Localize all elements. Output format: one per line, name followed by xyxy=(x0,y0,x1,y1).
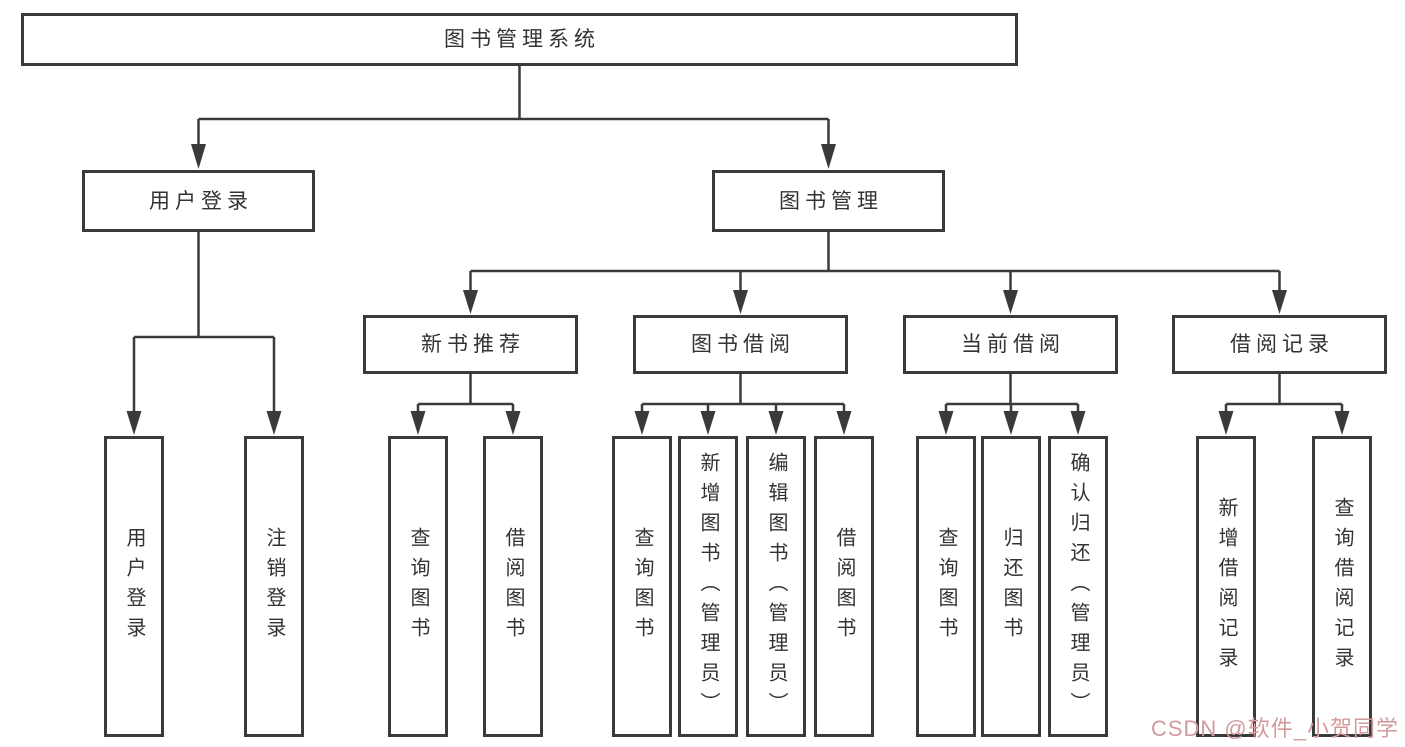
node-borrow-books-recommend: 借阅图书 xyxy=(483,436,543,737)
node-query-books-borrowing: 查询图书 xyxy=(612,436,672,737)
connector-new-book-recommend-to-leaves xyxy=(416,374,515,413)
arrow-down-icon xyxy=(836,411,852,435)
node-current-borrowing: 当前借阅 xyxy=(903,315,1118,374)
arrow-down-icon xyxy=(1334,411,1350,435)
arrow-down-icon xyxy=(821,144,836,169)
arrow-down-icon xyxy=(191,144,206,169)
arrow-down-icon xyxy=(634,411,650,435)
connector-user-login-to-leaves xyxy=(132,232,276,413)
node-root: 图书管理系统 xyxy=(21,13,1018,66)
node-add-books-admin: 新增图书（管理员） xyxy=(678,436,738,737)
node-query-books-current: 查询图书 xyxy=(916,436,976,737)
arrow-down-icon xyxy=(1218,411,1234,435)
arrow-down-icon xyxy=(410,411,426,435)
node-user-login-leaf: 用户登录 xyxy=(104,436,164,737)
node-return-books: 归还图书 xyxy=(981,436,1041,737)
node-book-borrowing: 图书借阅 xyxy=(633,315,848,374)
node-logout: 注销登录 xyxy=(244,436,304,737)
node-query-books-recommend: 查询图书 xyxy=(388,436,448,737)
connector-root-to-level2 xyxy=(197,66,830,145)
arrow-down-icon xyxy=(700,411,716,435)
arrow-down-icon xyxy=(733,290,748,314)
arrowheads xyxy=(126,144,1350,435)
arrow-down-icon xyxy=(1070,411,1086,435)
arrow-down-icon xyxy=(768,411,784,435)
node-user-login: 用户登录 xyxy=(82,170,315,232)
node-query-borrow-record: 查询借阅记录 xyxy=(1312,436,1372,737)
arrow-down-icon xyxy=(463,290,478,314)
connector-book-borrowing-to-leaves xyxy=(640,374,846,413)
arrow-down-icon xyxy=(1272,290,1287,314)
connector-borrow-records-to-leaves xyxy=(1224,374,1344,413)
connector-book-management-to-level3 xyxy=(469,232,1281,291)
arrow-down-icon xyxy=(1003,411,1019,435)
connector-current-borrowing-to-leaves xyxy=(944,374,1080,413)
node-edit-books-admin: 编辑图书（管理员） xyxy=(746,436,806,737)
arrow-down-icon xyxy=(938,411,954,435)
arrow-down-icon xyxy=(126,411,142,435)
arrow-down-icon xyxy=(266,411,282,435)
node-borrow-books-borrowing: 借阅图书 xyxy=(814,436,874,737)
arrow-down-icon xyxy=(505,411,521,435)
csdn-watermark: CSDN @软件_小贺同学 xyxy=(1150,716,1399,741)
node-add-borrow-record: 新增借阅记录 xyxy=(1196,436,1256,737)
node-book-management: 图书管理 xyxy=(712,170,945,232)
node-confirm-return-admin: 确认归还（管理员） xyxy=(1048,436,1108,737)
arrow-down-icon xyxy=(1003,290,1018,314)
node-borrow-records: 借阅记录 xyxy=(1172,315,1387,374)
node-new-book-recommend: 新书推荐 xyxy=(363,315,578,374)
